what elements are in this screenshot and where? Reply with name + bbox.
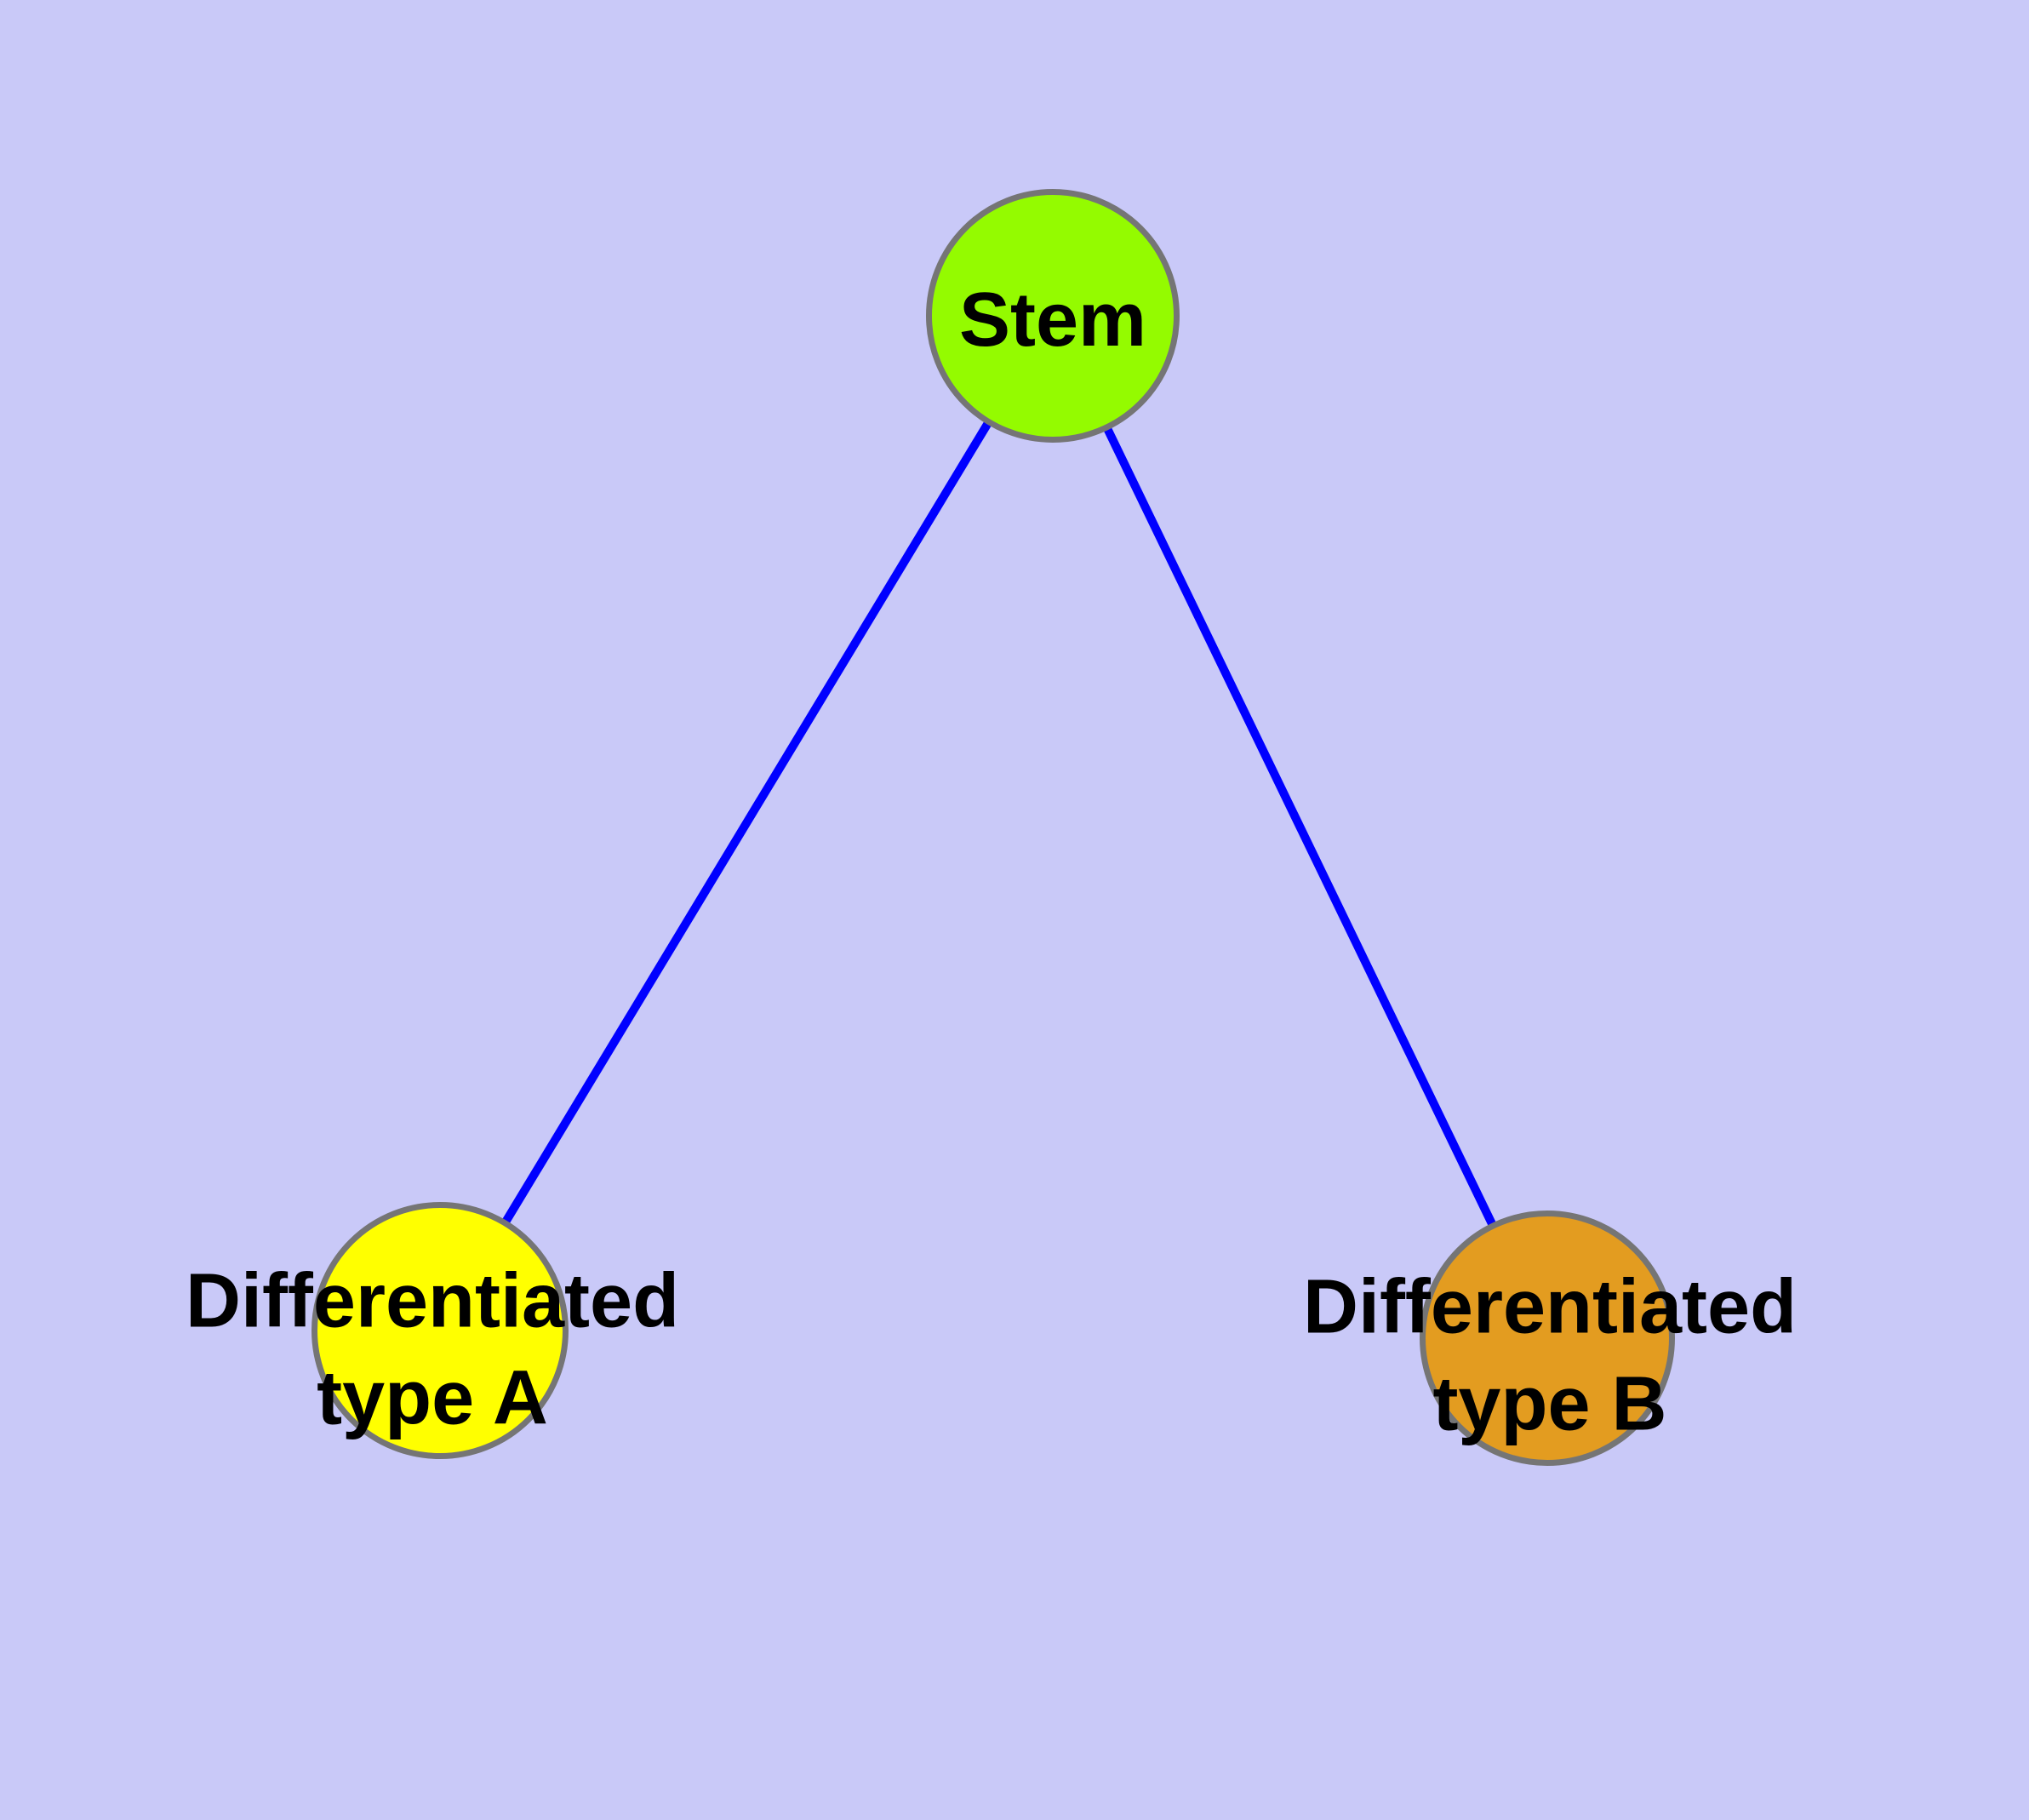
node-differentiated-type-a <box>311 1202 569 1459</box>
label-line: Differentiated <box>185 1258 680 1344</box>
node-stem-label: Stem <box>959 272 1146 369</box>
node-differentiated-type-b-label: Differentiated type B <box>1303 1259 1797 1454</box>
label-line: type B <box>1432 1362 1667 1447</box>
label-line: Differentiated <box>1302 1264 1798 1350</box>
edge-stem-to-type-a <box>436 313 1057 1333</box>
node-stem <box>926 189 1180 443</box>
node-differentiated-type-a-label: Differentiated type A <box>186 1253 679 1448</box>
node-differentiated-type-b <box>1420 1210 1675 1466</box>
edge-stem-to-type-b <box>1049 313 1552 1341</box>
label-line: Stem <box>958 277 1147 363</box>
label-line: type A <box>317 1356 548 1441</box>
